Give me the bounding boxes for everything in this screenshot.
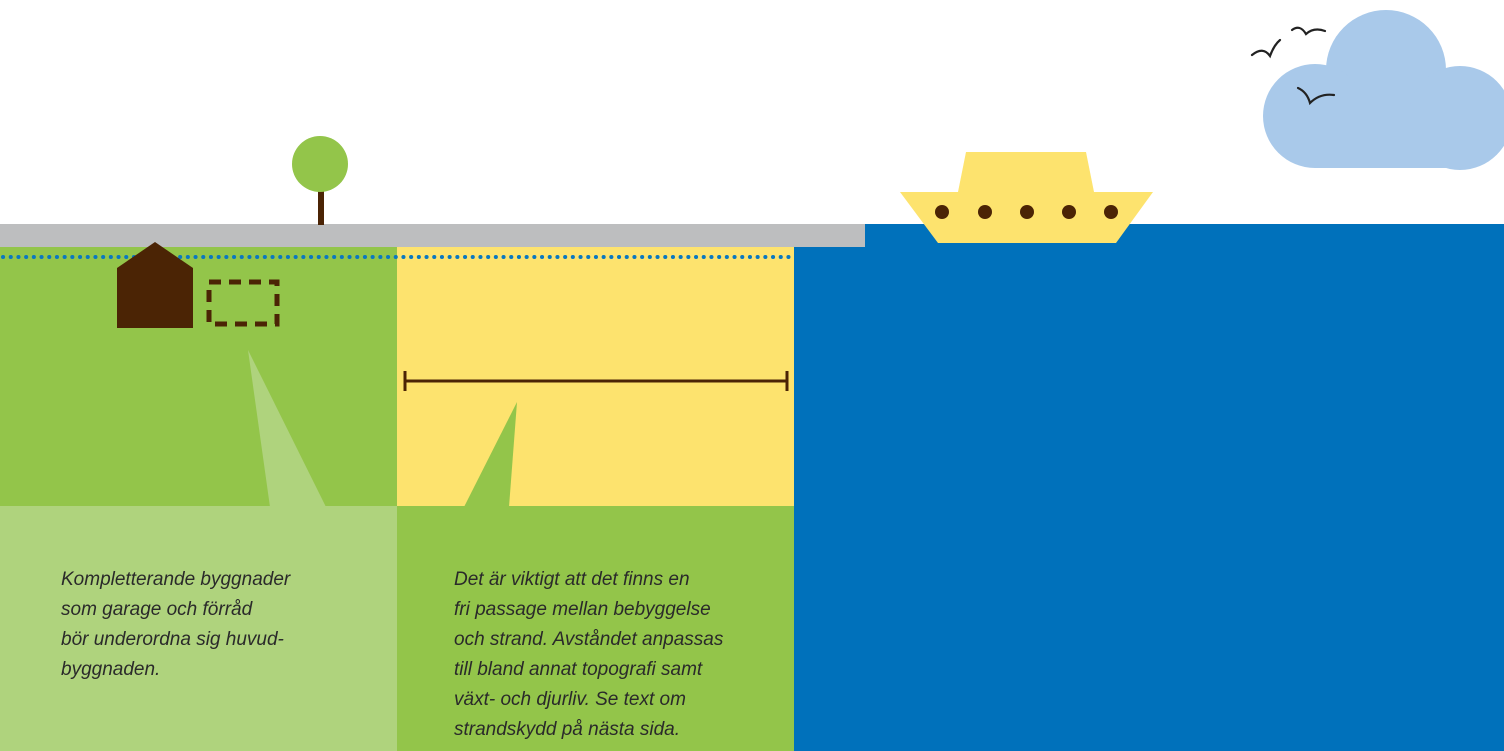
road [0,224,865,247]
bird-icon [1252,40,1280,56]
water-area [794,224,1504,751]
tree-icon [292,136,348,225]
cloud-icon [1263,10,1504,170]
bird-icon [1292,28,1325,34]
boat-icon [900,152,1153,243]
land-zone [0,246,397,506]
caption-outbuildings: Kompletterande byggnader som garage och … [61,565,381,685]
beach-zone [397,246,794,506]
caption-free-passage: Det är viktigt att det finns en fri pass… [454,565,789,745]
